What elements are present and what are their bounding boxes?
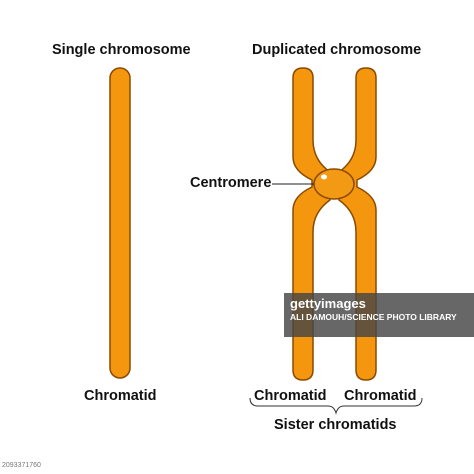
single-chromatid-label: Chromatid (84, 388, 157, 404)
centromere-label: Centromere (190, 175, 272, 191)
sister-chromatids-label: Sister chromatids (274, 417, 397, 433)
watermark-banner: gettyimages ALI DAMOUH/SCIENCE PHOTO LIB… (284, 293, 474, 337)
right-chromatid-label: Chromatid (344, 388, 417, 404)
duplicated-chromosome-title: Duplicated chromosome (252, 42, 422, 58)
centromere (313, 168, 355, 200)
getty-logo: gettyimages (290, 296, 366, 311)
photo-credit: ALI DAMOUH/SCIENCE PHOTO LIBRARY (290, 312, 457, 322)
centromere-highlight (321, 174, 327, 180)
sister-chromatids-bracket (249, 397, 423, 415)
single-chromosome-title: Single chromosome (52, 42, 191, 58)
image-id: 2093371760 (2, 462, 41, 469)
single-chromosome (109, 67, 131, 379)
left-chromatid-label: Chromatid (254, 388, 327, 404)
